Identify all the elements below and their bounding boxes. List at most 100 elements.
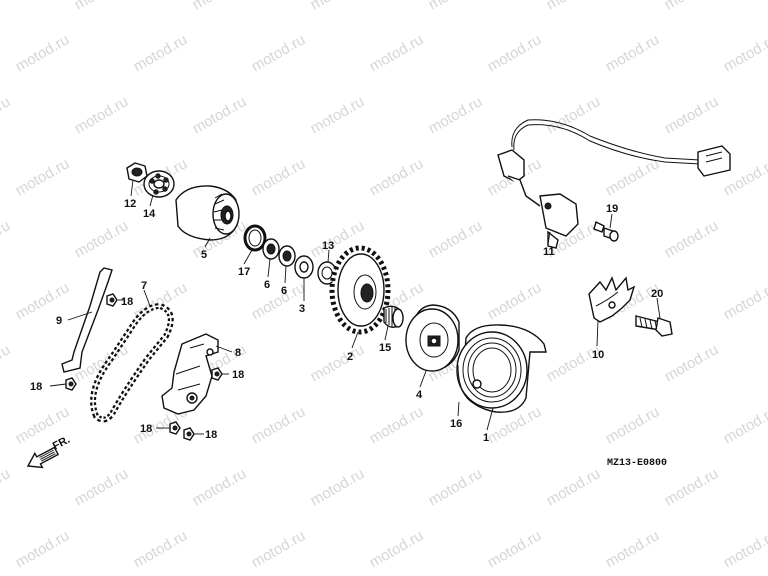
watermark-text: motod.ru: [190, 465, 250, 509]
part-6-washer-b: [278, 245, 296, 267]
watermark-text: motod.ru: [426, 465, 486, 509]
callout-9: 9: [56, 315, 62, 327]
watermark-text: motod.ru: [308, 341, 368, 385]
callout-13: 13: [322, 240, 334, 252]
watermark-text: motod.ru: [662, 0, 722, 13]
part-16-ring: [457, 364, 476, 405]
watermark-text: motod.ru: [249, 403, 309, 447]
callout-2: 2: [347, 351, 353, 363]
watermark-text: motod.ru: [721, 527, 768, 571]
front-arrow-icon: [26, 446, 60, 469]
diagram-code: MZ13-E0800: [607, 458, 667, 469]
watermark-text: motod.ru: [603, 403, 663, 447]
watermark-text: motod.ru: [426, 93, 486, 137]
watermark-text: motod.ru: [72, 0, 132, 13]
watermark-text: motod.ru: [426, 0, 486, 13]
callout-12: 12: [124, 198, 136, 210]
callout-18e: 18: [205, 429, 217, 441]
part-20-bolt: [635, 315, 673, 337]
callout-5: 5: [201, 249, 207, 261]
watermark-text: motod.ru: [13, 155, 73, 199]
callout-18d: 18: [140, 423, 152, 435]
part-11-pulse-generator: [497, 119, 731, 249]
callout-10: 10: [592, 349, 604, 361]
watermark-text: motod.ru: [721, 31, 768, 75]
watermark-text: motod.ru: [308, 465, 368, 509]
callout-11: 11: [543, 246, 555, 258]
part-14-bearing: [143, 170, 175, 198]
part-18-bolt-c: [211, 367, 223, 381]
watermark-text: motod.ru: [603, 155, 663, 199]
watermark-text: motod.ru: [190, 93, 250, 137]
watermark-text: motod.ru: [13, 527, 73, 571]
watermark-text: motod.ru: [603, 527, 663, 571]
watermark-text: motod.ru: [544, 0, 604, 13]
part-15-needle-bearing: [383, 305, 404, 329]
callout-6b: 6: [281, 285, 287, 297]
watermark-text: motod.ru: [72, 465, 132, 509]
watermark-text: motod.ru: [721, 279, 768, 323]
part-9-bracket: [61, 267, 113, 373]
watermark-text: motod.ru: [72, 217, 132, 261]
part-1-stator-housing: [456, 324, 547, 413]
watermark-text: motod.ru: [0, 93, 13, 137]
watermark-text: motod.ru: [662, 93, 722, 137]
callout-16: 16: [450, 418, 462, 430]
watermark-text: motod.ru: [544, 465, 604, 509]
watermark-text: motod.ru: [662, 217, 722, 261]
watermark-text: motod.ru: [0, 0, 13, 13]
callout-labels: 1 2 3 4 5 6 6 7 8 9 10 11 12 13 14 15 16…: [30, 198, 663, 444]
watermark-text: motod.ru: [131, 527, 191, 571]
watermark-text: motod.ru: [367, 155, 427, 199]
watermark-text: motod.ru: [485, 31, 545, 75]
callout-17: 17: [238, 266, 250, 278]
callout-15: 15: [379, 342, 391, 354]
watermark-text: motod.ru: [662, 341, 722, 385]
part-6-washer-a: [262, 238, 280, 260]
watermark-text: motod.ru: [249, 527, 309, 571]
front-label: FR.: [51, 434, 72, 453]
watermark-text: motod.ru: [485, 527, 545, 571]
part-2-driven-gear: [329, 245, 391, 335]
watermark-text: motod.ru: [13, 31, 73, 75]
watermark-text: motod.ru: [721, 403, 768, 447]
watermark-text: motod.ru: [13, 279, 73, 323]
callout-3: 3: [299, 303, 305, 315]
callout-6a: 6: [264, 279, 270, 291]
watermark-text: motod.ru: [426, 217, 486, 261]
callout-18a: 18: [121, 296, 133, 308]
watermark-text: motod.ru: [131, 31, 191, 75]
callout-7: 7: [141, 280, 147, 292]
watermark-text: motod.ru: [72, 93, 132, 137]
callout-20: 20: [651, 288, 663, 300]
watermark-text: motod.ru: [0, 217, 13, 261]
part-18-bolt-e: [183, 427, 195, 441]
callout-18b: 18: [30, 381, 42, 393]
part-4-flywheel: [405, 304, 460, 372]
watermark-text: motod.ru: [544, 341, 604, 385]
callout-18c: 18: [232, 369, 244, 381]
part-3-washer: [294, 255, 314, 279]
callout-14: 14: [143, 208, 156, 220]
watermark-text: motod.ru: [308, 93, 368, 137]
watermark-text: motod.ru: [249, 279, 309, 323]
watermark-text: motod.ru: [190, 0, 250, 13]
part-5-clutch-drum: [175, 185, 240, 241]
part-17-snap-ring: [243, 224, 267, 252]
watermark-text: motod.ru: [367, 527, 427, 571]
part-18-bolt-a: [106, 293, 118, 307]
part-18-bolt-b: [65, 377, 77, 391]
part-19-bolt: [593, 220, 619, 242]
watermark-text: motod.ru: [603, 31, 663, 75]
callout-4: 4: [416, 389, 423, 401]
callout-19: 19: [606, 203, 618, 215]
callout-8: 8: [235, 347, 241, 359]
watermark-text: motod.ru: [0, 341, 13, 385]
watermark-text: motod.ru: [0, 465, 13, 509]
watermark-text: motod.ru: [249, 31, 309, 75]
leader-lines: [49, 179, 661, 435]
callout-1: 1: [483, 432, 489, 444]
watermark-text: motod.ru: [662, 465, 722, 509]
part-10-reluctor-plate: [588, 276, 636, 323]
